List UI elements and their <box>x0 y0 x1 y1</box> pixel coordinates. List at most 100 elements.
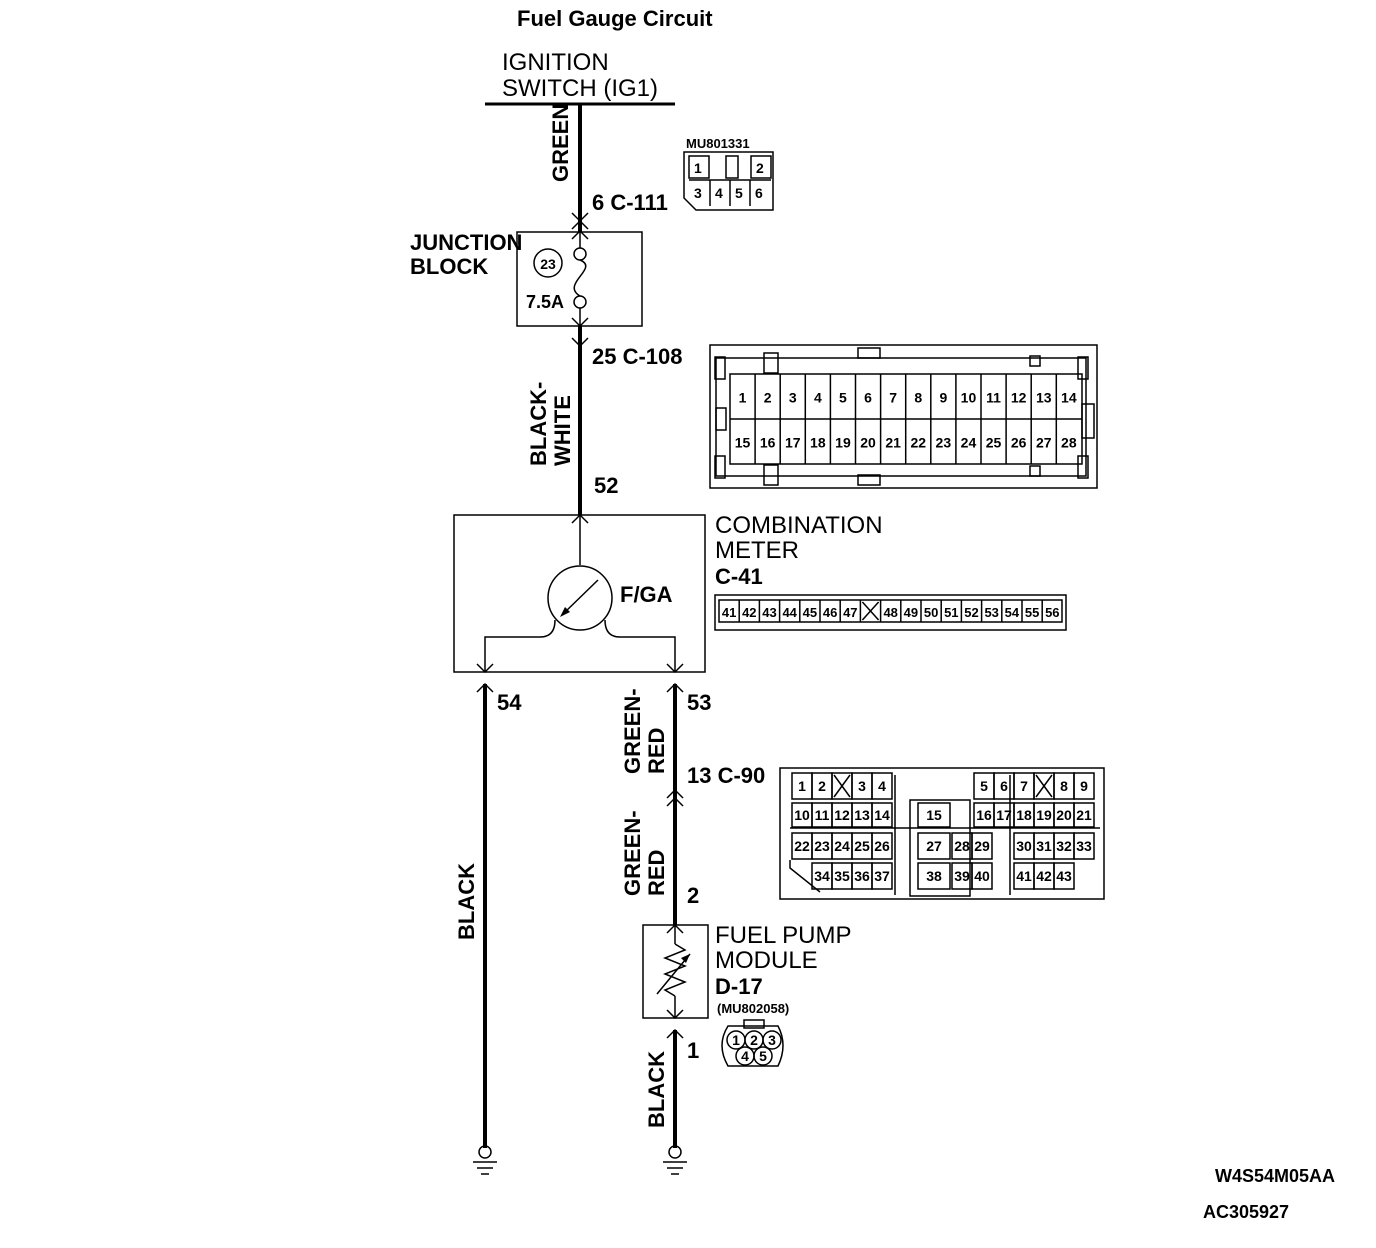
c108-pin: 27 <box>1036 435 1052 451</box>
c108-pin: 2 <box>764 390 772 406</box>
pump-connector-id: D-17 <box>715 974 763 999</box>
pin-54-label: 54 <box>497 690 522 715</box>
c90-pin: 34 <box>814 868 830 884</box>
c90-pin: 21 <box>1076 807 1092 823</box>
wire-label-black-white-1: BLACK- <box>526 382 551 466</box>
c108-pin: 23 <box>936 435 952 451</box>
connector-label-c111: 6 C-111 <box>592 190 668 215</box>
c108-pin: 20 <box>860 435 876 451</box>
c41-pin: 49 <box>904 605 918 620</box>
diagram-code: W4S54M05AA <box>1215 1166 1335 1186</box>
c90-pin: 2 <box>818 778 826 794</box>
c41-pin: 44 <box>782 605 797 620</box>
diagram-title: Fuel Gauge Circuit <box>517 6 713 31</box>
pin-53-label: 53 <box>687 690 711 715</box>
reference-code: AC305927 <box>1203 1202 1289 1222</box>
svg-text:2: 2 <box>750 1032 758 1048</box>
c41-pin: 41 <box>722 605 736 620</box>
c90-pin: 30 <box>1016 838 1032 854</box>
svg-text:3: 3 <box>694 185 702 201</box>
c90-pin: 14 <box>874 807 890 823</box>
c41-pin: 55 <box>1025 605 1039 620</box>
wire-label-black-white-2: WHITE <box>550 395 575 466</box>
connector-mark-c108 <box>571 337 589 348</box>
ignition-label-line2: SWITCH (IG1) <box>502 75 658 102</box>
fuse-terminal-top <box>573 247 587 261</box>
c90-pin: 7 <box>1020 778 1028 794</box>
c108-pin: 17 <box>785 435 801 451</box>
c90-pin: 18 <box>1016 807 1032 823</box>
c108-pin: 1 <box>739 390 747 406</box>
c108-pin: 15 <box>735 435 751 451</box>
c41-pin: 56 <box>1045 605 1059 620</box>
c108-pin: 8 <box>914 390 922 406</box>
c41-pin: 42 <box>742 605 756 620</box>
fuse-rating: 7.5A <box>526 292 564 312</box>
c108-pin: 21 <box>885 435 901 451</box>
c90-pin: 12 <box>834 807 850 823</box>
c41-pin: 51 <box>944 605 958 620</box>
wire-label-black-right: BLACK <box>644 1051 669 1128</box>
pump-label-line2: MODULE <box>715 947 818 974</box>
c108-pin: 4 <box>814 390 822 406</box>
c90-pin: 13 <box>854 807 870 823</box>
pump-label-line1: FUEL PUMP <box>715 922 851 949</box>
pin-52-label: 52 <box>594 473 618 498</box>
c90-pin: 4 <box>878 778 886 794</box>
c90-pin: 27 <box>926 838 942 854</box>
connector-label-c90: 13 C-90 <box>687 763 765 788</box>
meter-connector-id: C-41 <box>715 564 763 589</box>
c41-pin: 45 <box>803 605 817 620</box>
c41-pin: 48 <box>883 605 897 620</box>
wire-label-green-red-b-2: RED <box>644 850 669 896</box>
fuse-number-badge <box>533 248 563 278</box>
c90-pin: 42 <box>1036 868 1052 884</box>
c108-pin: 12 <box>1011 390 1027 406</box>
ground-symbol-right <box>663 1145 687 1175</box>
c90-pin: 38 <box>926 868 942 884</box>
c90-pin: 26 <box>874 838 890 854</box>
c108-pin: 22 <box>910 435 926 451</box>
ignition-label-line1: IGNITION <box>502 49 609 76</box>
c90-pin: 6 <box>1000 778 1008 794</box>
c90-pin: 39 <box>954 868 970 884</box>
c90-pin: 29 <box>974 838 990 854</box>
fuse-terminal-bottom <box>573 295 587 309</box>
c41-pin: 43 <box>762 605 776 620</box>
connector-face-c111: 1 2 3 4 5 6 <box>683 151 774 211</box>
svg-text:6: 6 <box>755 185 763 201</box>
c90-pin: 31 <box>1036 838 1052 854</box>
svg-text:5: 5 <box>735 185 743 201</box>
meter-internal-wire-left <box>484 619 556 672</box>
meter-label-line2: METER <box>715 537 799 564</box>
c90-pin: 28 <box>954 838 970 854</box>
c108-pin: 19 <box>835 435 851 451</box>
c41-pin: 50 <box>924 605 938 620</box>
c108-pin: 24 <box>961 435 977 451</box>
junction-block-label-line1: JUNCTION <box>410 230 522 255</box>
junction-block-label-line2: BLOCK <box>410 254 488 279</box>
wire-label-black-left: BLACK <box>454 863 479 940</box>
c90-pin: 5 <box>980 778 988 794</box>
wire-label-green-red-a-1: GREEN- <box>620 688 645 774</box>
c90-pin: 22 <box>794 838 810 854</box>
fuse-number: 23 <box>540 256 556 272</box>
fuse-icon <box>573 259 587 297</box>
fuel-sender-resistor-icon <box>662 943 688 997</box>
wire-label-green-red-b-1: GREEN- <box>620 810 645 896</box>
c90-pin: 3 <box>858 778 866 794</box>
c108-pin: 7 <box>889 390 897 406</box>
c108-pin: 10 <box>961 390 977 406</box>
connector-face-d17: 1 2 3 4 5 <box>721 1019 784 1067</box>
c90-pin: 35 <box>834 868 850 884</box>
c90-pin: 10 <box>794 807 810 823</box>
svg-text:4: 4 <box>715 185 723 201</box>
c41-pin: 53 <box>984 605 998 620</box>
c90-pin: 1 <box>798 778 806 794</box>
c90-pin: 15 <box>926 807 942 823</box>
c90-pin: 8 <box>1060 778 1068 794</box>
c90-pin: 41 <box>1016 868 1032 884</box>
